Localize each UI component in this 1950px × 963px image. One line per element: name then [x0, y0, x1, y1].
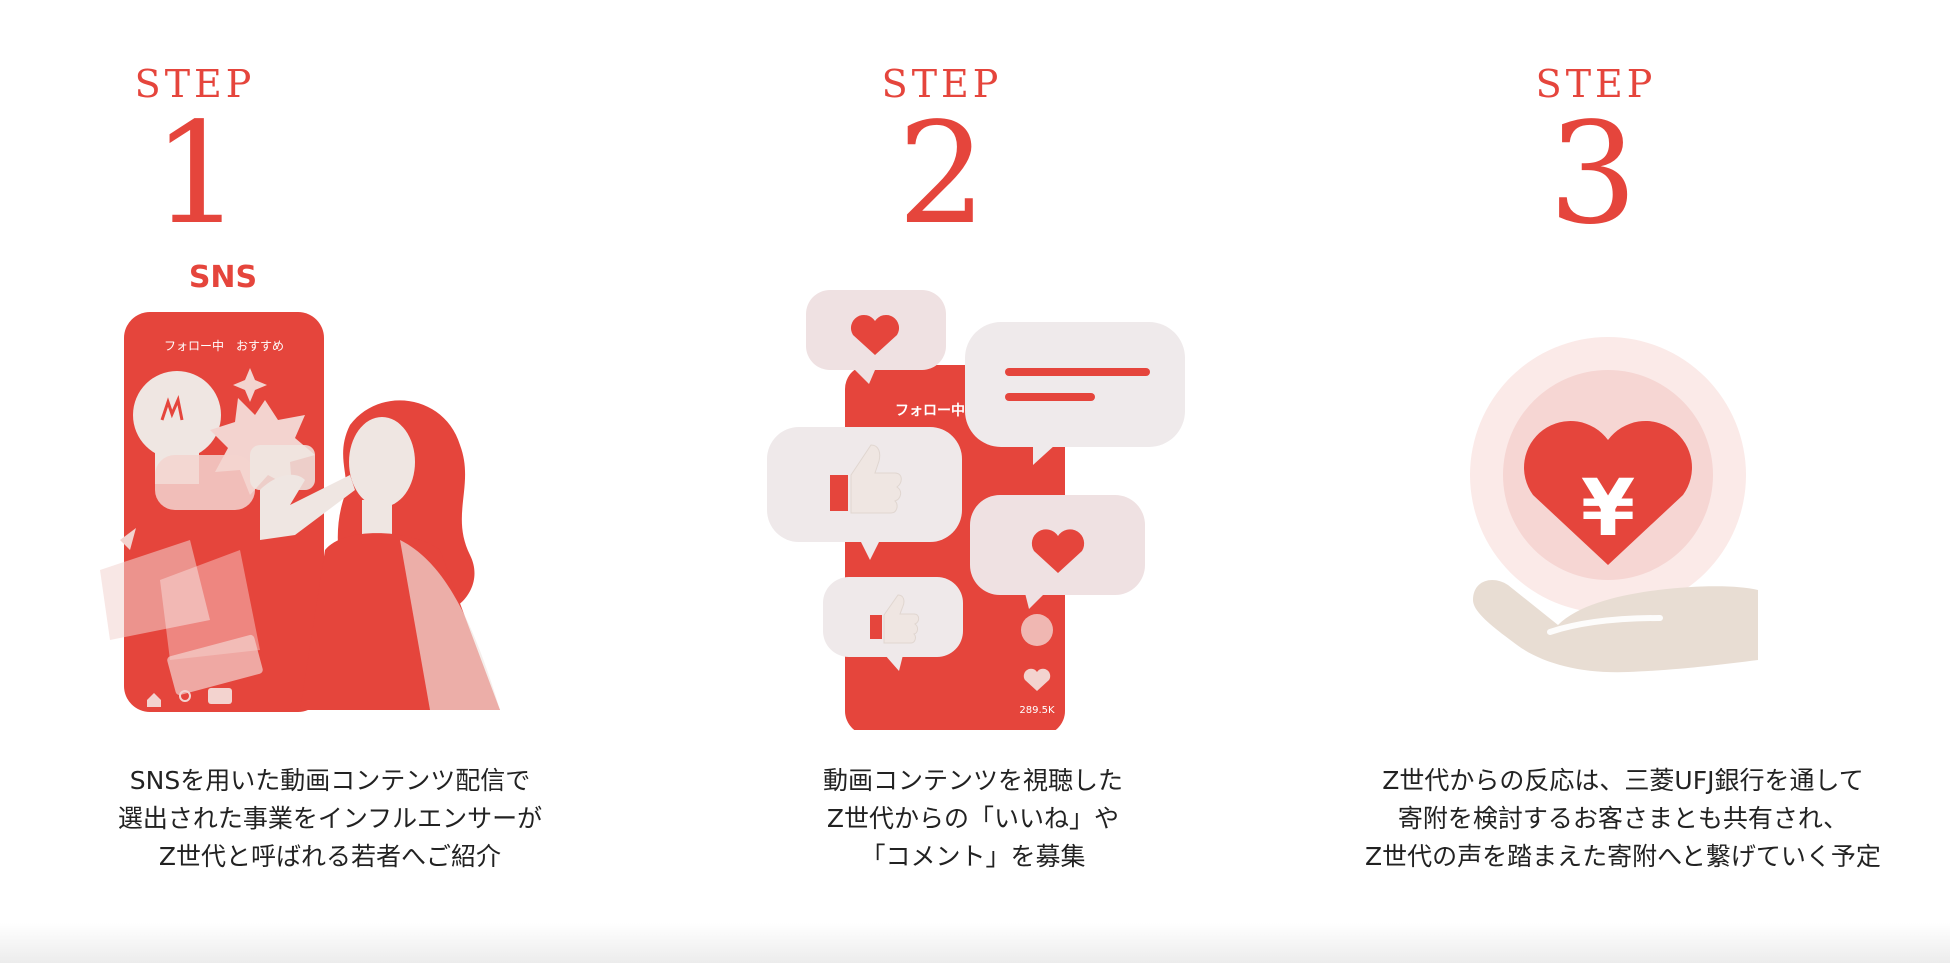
thumbs-up-bubble	[767, 427, 962, 560]
hand-icon	[1473, 580, 1758, 673]
donation-heart-illustration: ¥	[1470, 337, 1758, 673]
thumbs-up-bubble	[823, 577, 963, 671]
caption-line: Z世代と呼ばれる若者へご紹介	[158, 842, 502, 871]
step-3: STEP 3 ¥ Z世代からの反応は、三菱UFJ銀行を通して 寄附を検討するお客…	[1300, 0, 1950, 963]
step-caption: Z世代からの反応は、三菱UFJ銀行を通して 寄附を検討するお客さまとも共有され、…	[1298, 762, 1948, 876]
phone-tab: フォロー中	[895, 402, 965, 419]
heart-icon	[1031, 529, 1085, 573]
sns-influencer-illustration: SNS フォロー中 おすすめ	[100, 260, 500, 712]
bottom-fade	[0, 923, 1950, 963]
influencer-woman	[260, 400, 500, 710]
step-label: STEP	[134, 62, 256, 106]
caption-line: 「コメント」を募集	[860, 842, 1086, 871]
like-count: 289.5K	[1019, 705, 1055, 716]
caption-line: Z世代からの「いいね」や	[826, 804, 1120, 833]
caption-line: Z世代の声を踏まえた寄附へと繋げていく予定	[1365, 842, 1881, 871]
sns-label: SNS	[189, 260, 257, 295]
caption-line: 選出された事業をインフルエンサーが	[117, 804, 543, 833]
step-2: STEP 2 フォロー中 289.5K	[650, 0, 1300, 963]
step-number: 2	[897, 93, 987, 256]
thumbs-up-icon	[830, 475, 848, 511]
step-caption: 動画コンテンツを視聴した Z世代からの「いいね」や 「コメント」を募集	[648, 762, 1298, 876]
step-number: 1	[152, 93, 242, 256]
phone-nav-bar	[147, 688, 232, 707]
caption-line: SNSを用いた動画コンテンツ配信で	[129, 766, 531, 795]
step-label: STEP	[1535, 62, 1657, 106]
caption-line: Z世代からの反応は、三菱UFJ銀行を通して	[1382, 766, 1864, 795]
heart-bubble	[970, 495, 1145, 609]
phone-tabs: フォロー中 おすすめ	[164, 338, 284, 353]
caption-line: 寄附を検討するお客さまとも共有され、	[1397, 804, 1849, 833]
thumbs-up-icon	[870, 615, 882, 639]
heart-bubble	[806, 290, 946, 384]
heart-icon	[1023, 668, 1051, 691]
comment-bubble	[965, 322, 1185, 465]
step-label: STEP	[881, 62, 1003, 106]
step-1: STEP 1 SNS フォロー中 おすすめ	[0, 0, 650, 963]
yen-symbol: ¥	[1581, 464, 1635, 554]
heart-icon	[1524, 421, 1692, 565]
heart-icon	[850, 314, 900, 355]
caption-line: 動画コンテンツを視聴した	[822, 766, 1123, 795]
likes-comments-illustration: フォロー中 289.5K	[767, 290, 1185, 730]
step-number: 3	[1548, 93, 1638, 256]
step-caption: SNSを用いた動画コンテンツ配信で 選出された事業をインフルエンサーが Z世代と…	[5, 762, 655, 876]
